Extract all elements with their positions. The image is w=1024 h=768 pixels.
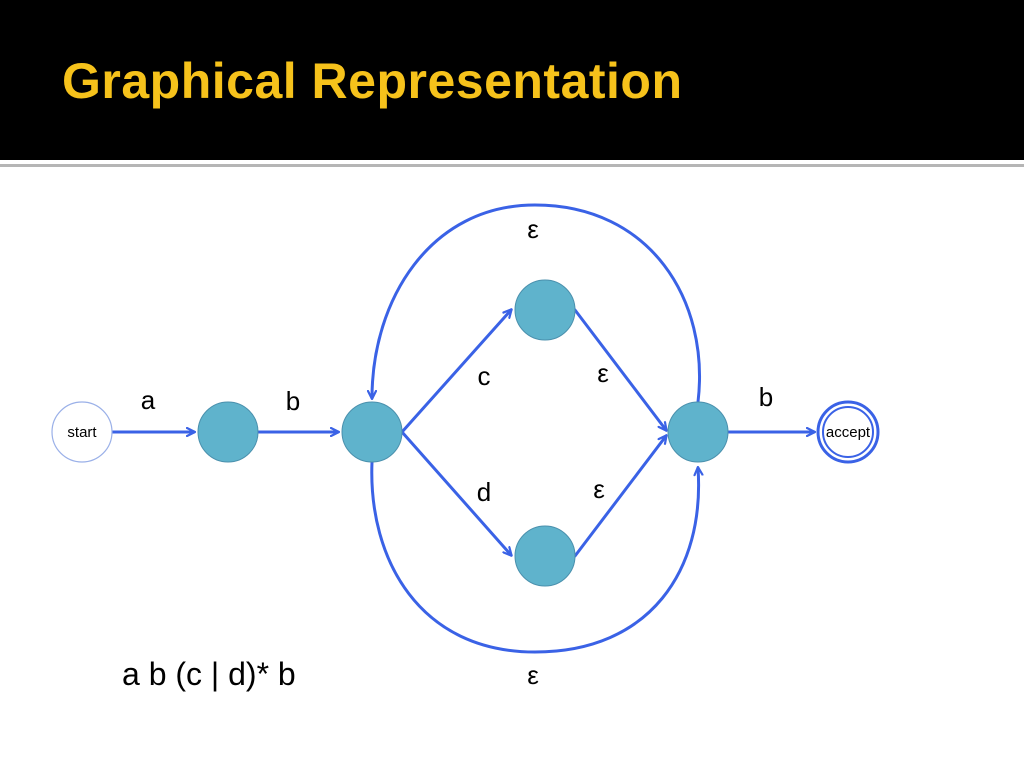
edge-label-epsilon-upper: ε	[597, 358, 609, 388]
edge-label-epsilon-lower: ε	[593, 474, 605, 504]
transition-edges	[110, 203, 814, 654]
edge-s3-s5	[573, 308, 666, 430]
slide-title: Graphical Representation	[62, 53, 683, 109]
state-label-accept: accept	[826, 424, 871, 441]
state-s6: accept	[816, 400, 880, 464]
title-divider-top	[0, 160, 1024, 164]
state-circle	[816, 400, 880, 464]
state-label-start: start	[67, 424, 97, 441]
accept-inner-ring	[822, 406, 874, 458]
state-circle	[51, 401, 113, 463]
state-circle	[341, 401, 403, 463]
edge-label-epsilon-bottom-bypass: ε	[527, 660, 539, 690]
regex-expression: a b (c | d)* b	[122, 656, 296, 692]
title-divider-bottom	[0, 164, 1024, 167]
edge-label-b-1: b	[286, 386, 300, 416]
state-circle	[514, 279, 576, 341]
edge-s4-s5	[573, 436, 666, 558]
edge-s5-s2	[372, 203, 701, 404]
states: start accept	[51, 279, 880, 587]
title-bar: Graphical Representation	[0, 0, 1024, 160]
state-s2	[341, 401, 403, 463]
state-s4	[514, 525, 576, 587]
state-circle	[667, 401, 729, 463]
state-circle	[514, 525, 576, 587]
state-s0: start	[51, 401, 113, 463]
state-s3	[514, 279, 576, 341]
edge-label-epsilon-top-loop: ε	[527, 214, 539, 244]
edge-s2-s4	[400, 430, 511, 555]
edge-label-d: d	[477, 477, 491, 507]
state-s1	[197, 401, 259, 463]
edge-s2-s5	[370, 460, 699, 654]
edge-s2-s3	[400, 310, 511, 434]
state-circle	[197, 401, 259, 463]
state-s5	[667, 401, 729, 463]
edge-label-b-2: b	[759, 382, 773, 412]
transition-labels: a b c d ε ε ε ε b	[141, 214, 773, 690]
edge-label-a: a	[141, 385, 156, 415]
edge-label-c: c	[478, 361, 491, 391]
